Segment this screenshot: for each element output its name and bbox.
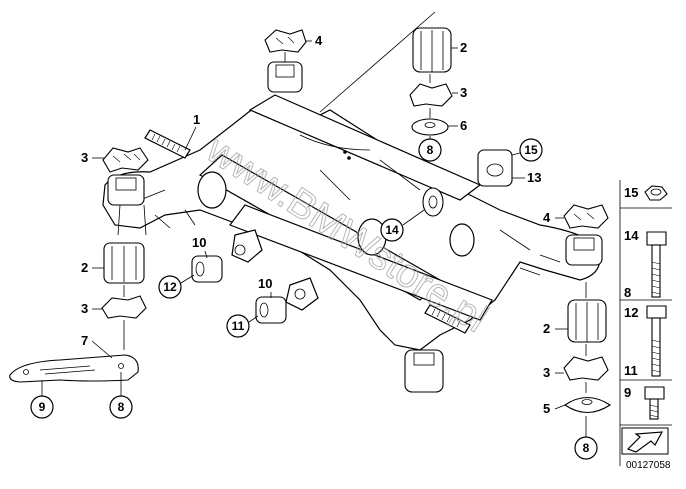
callout-8-right: 8	[574, 436, 598, 460]
callout-8-top: 8	[418, 138, 442, 162]
callout-14: 14	[380, 218, 404, 242]
callout-4-top: 4	[315, 33, 323, 48]
callout-2-left: 2	[81, 260, 88, 275]
callout-5: 5	[543, 401, 550, 416]
legend-label-12: 12	[624, 305, 638, 320]
left-mount-stack	[9, 147, 149, 396]
legend-label-8: 8	[624, 285, 631, 300]
callout-4-right: 4	[543, 210, 551, 225]
svg-text:15: 15	[524, 143, 538, 157]
legend-label-14: 14	[624, 228, 639, 243]
svg-text:14: 14	[385, 223, 399, 237]
top-mount-stack	[264, 29, 307, 62]
callout-3-right: 3	[543, 365, 550, 380]
leader-line	[319, 11, 436, 113]
bushing-right-10	[255, 296, 287, 324]
frame-bushing-front-left	[107, 174, 145, 206]
legend-label-9: 9	[624, 385, 631, 400]
frame-bushing-front-right	[404, 349, 444, 393]
callout-10-left: 10	[192, 235, 206, 250]
callout-15: 15	[519, 138, 543, 162]
callout-2-right: 2	[543, 321, 550, 336]
bolt-12-icon	[646, 305, 667, 377]
callout-3-left-bottom: 3	[81, 301, 88, 316]
washer-14	[422, 187, 444, 217]
callout-11: 11	[226, 314, 250, 338]
bushing-left-10	[191, 255, 223, 283]
svg-text:8: 8	[118, 400, 125, 414]
svg-text:8: 8	[583, 441, 590, 455]
rear-axle-subframe	[102, 61, 603, 393]
callout-12: 12	[158, 275, 182, 299]
callout-2-top: 2	[460, 40, 467, 55]
frame-bushing-rear-left	[267, 61, 303, 93]
bolt-9-icon	[644, 386, 665, 420]
nut-15-icon	[644, 185, 668, 201]
frame-bushing-rear-right	[565, 234, 603, 266]
hardware-legend	[619, 180, 672, 466]
callout-7: 7	[81, 333, 88, 348]
callout-6: 6	[460, 118, 467, 133]
callout-3-left-top: 3	[81, 150, 88, 165]
callout-9-left: 9	[30, 395, 54, 419]
callout-10-right: 10	[258, 276, 272, 291]
callout-1: 1	[193, 112, 200, 127]
svg-text:11: 11	[232, 319, 245, 333]
bushing-13	[477, 149, 513, 187]
right-top-stack	[409, 27, 453, 143]
callout-3-top: 3	[460, 85, 467, 100]
bolt-14-icon	[646, 231, 667, 298]
callout-8-left: 8	[109, 395, 133, 419]
svg-text:9: 9	[39, 400, 46, 414]
orientation-arrow-icon	[621, 427, 669, 455]
svg-text:12: 12	[163, 280, 177, 294]
callout-13: 13	[527, 170, 541, 185]
svg-text:8: 8	[427, 143, 434, 157]
right-bottom-stack	[563, 204, 612, 437]
legend-label-11: 11	[624, 363, 638, 378]
image-code: 00127058	[626, 460, 671, 471]
legend-label-15: 15	[624, 185, 638, 200]
